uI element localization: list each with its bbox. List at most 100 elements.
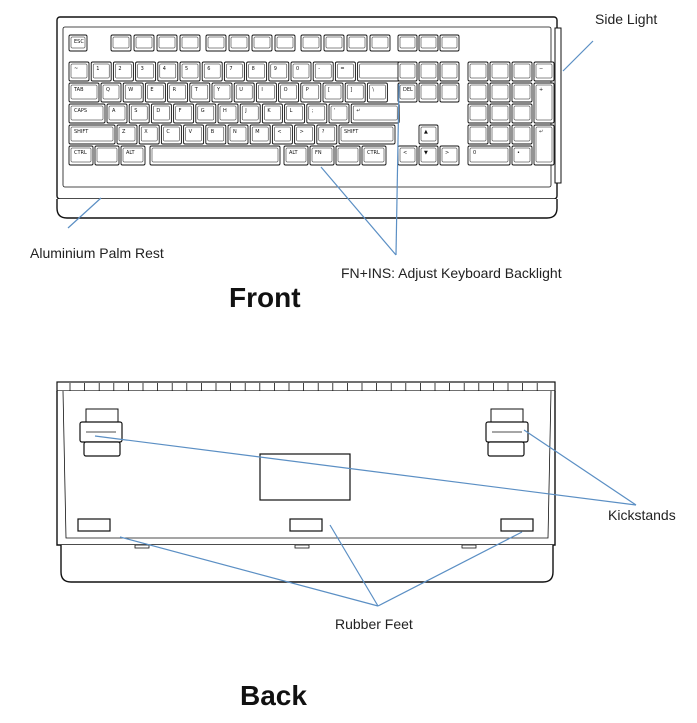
key-numpad (511, 124, 533, 145)
key-del: DEL (397, 82, 418, 103)
rubber-foot-left (77, 518, 111, 532)
svg-text:<: < (403, 150, 407, 156)
svg-text:Q: Q (106, 87, 110, 93)
svg-text:\: \ (372, 87, 374, 93)
svg-text:W: W (128, 87, 133, 93)
svg-text:P: P (306, 87, 309, 93)
key-f (179, 34, 201, 52)
backlight-callout-ins (395, 83, 400, 256)
svg-text:>: > (445, 150, 449, 156)
key-letter: D (150, 103, 172, 124)
svg-text:A: A (112, 108, 116, 114)
key-numpad (467, 61, 489, 82)
key-number: 9 (268, 61, 290, 82)
key-sys (397, 34, 418, 52)
svg-text:E: E (150, 87, 153, 93)
key-win (94, 145, 120, 166)
key-letter: ' (328, 103, 350, 124)
svg-text:': ' (334, 108, 335, 114)
key-numpad (467, 124, 489, 145)
svg-text:6: 6 (207, 66, 210, 72)
palm-clip-mid (294, 544, 310, 549)
rubber-feet-label: Rubber Feet (335, 616, 413, 632)
key-letter: Q (100, 82, 122, 103)
key-fn: FN (309, 145, 335, 166)
svg-text:↵: ↵ (356, 108, 360, 114)
key-numpad (511, 61, 533, 82)
svg-text:0: 0 (473, 150, 476, 156)
kickstand-callout-right (523, 429, 637, 506)
rear-edge (56, 381, 556, 392)
back-palm-rest (60, 545, 554, 583)
svg-text:CTRL: CTRL (74, 150, 87, 156)
kickstands-label: Kickstands (608, 507, 676, 523)
side-light-strip (554, 27, 562, 184)
key-f (205, 34, 227, 52)
svg-text:ESC: ESC (74, 39, 84, 45)
back-title: Back (240, 680, 307, 711)
key-number: ~ (68, 61, 90, 82)
key-numpad-zero: 0 (467, 145, 511, 166)
palm-rest-callout (67, 197, 102, 229)
key-f (133, 34, 155, 52)
rubber-foot-middle (289, 518, 323, 532)
key-letter: C (160, 124, 182, 145)
kickstand-right (485, 408, 529, 457)
svg-text:↵: ↵ (539, 129, 543, 135)
svg-text:L: L (290, 108, 293, 114)
key-menu (335, 145, 361, 166)
svg-text:8: 8 (252, 66, 255, 72)
key-letter: W (122, 82, 144, 103)
rear-ribs (69, 383, 538, 391)
svg-text:2: 2 (118, 66, 121, 72)
svg-text:3: 3 (141, 66, 144, 72)
key-letter: ; (306, 103, 328, 124)
svg-text:1: 1 (96, 66, 99, 72)
key-f (346, 34, 368, 52)
key-lalt: ALT (120, 145, 146, 166)
key-nav (397, 61, 418, 82)
key-letter: K (261, 103, 283, 124)
svg-text:9: 9 (274, 66, 277, 72)
key-ralt: ALT (283, 145, 309, 166)
key-lshift: SHIFT (68, 124, 116, 145)
feet-callout-right (377, 531, 523, 607)
key-tab: TAB (68, 82, 100, 103)
svg-text:TAB: TAB (73, 87, 84, 93)
key-backspace (357, 61, 402, 82)
svg-text:DEL: DEL (403, 87, 413, 93)
svg-text:<: < (277, 129, 281, 135)
svg-text:[: [ (328, 87, 330, 93)
key-pgdn (439, 82, 460, 103)
front-title: Front (229, 282, 301, 313)
key-letter: [ (322, 82, 344, 103)
key-rctrl: CTRL (361, 145, 387, 166)
key-right: > (439, 145, 460, 166)
svg-text:N: N (233, 129, 237, 135)
key-enter: ↵ (350, 103, 400, 124)
key-letter: O (278, 82, 300, 103)
svg-text:I: I (261, 87, 262, 93)
svg-text:?: ? (322, 129, 325, 135)
key-letter: S (128, 103, 150, 124)
key-down: ▼ (418, 145, 439, 166)
rubber-foot-right (500, 518, 534, 532)
key-numpad-dot: • (511, 145, 533, 166)
bottom-shell-inner (62, 390, 552, 539)
svg-text:ALT: ALT (126, 150, 136, 156)
key-numpad (489, 124, 511, 145)
palm-clip-right (461, 544, 477, 549)
key-number: 7 (223, 61, 245, 82)
palm-clip-left (134, 544, 150, 549)
svg-text:ALT: ALT (289, 150, 299, 156)
svg-text:]: ] (350, 87, 352, 93)
svg-text:CAPS: CAPS (74, 108, 87, 114)
key-letter: ? (316, 124, 338, 145)
key-letter: R (167, 82, 189, 103)
key-f (251, 34, 273, 52)
key-numpad (511, 82, 533, 103)
feet-callout-middle (329, 524, 379, 607)
key-letter: I (255, 82, 277, 103)
svg-text:~: ~ (74, 66, 78, 72)
